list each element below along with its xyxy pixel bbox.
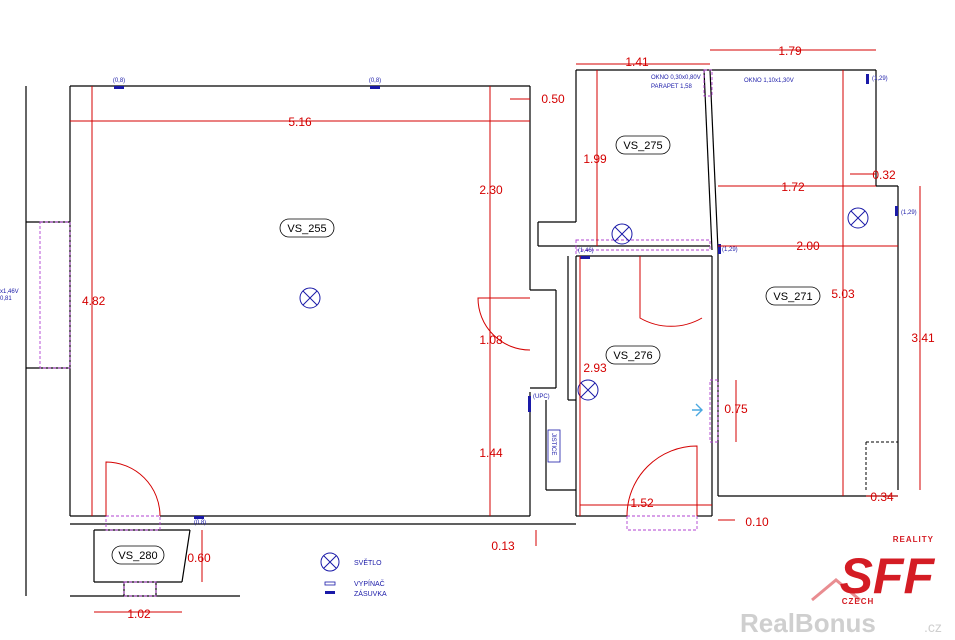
room-label-vs-255: VS_255 xyxy=(287,223,326,235)
legend-switch: VYPÍNAČ xyxy=(354,579,385,588)
light-symbols xyxy=(299,207,869,401)
annotations: (0,8) (0,8) (0,8) (1,29) (1,29) (1,29) (… xyxy=(0,75,917,526)
light-icon xyxy=(847,207,869,229)
height-note: (1,46) xyxy=(578,248,594,254)
logo-sff: SFF xyxy=(840,548,936,604)
logo-cz: .cz xyxy=(924,619,942,635)
dimension-label: 5.16 xyxy=(288,115,312,129)
openings xyxy=(39,69,719,597)
dimension-label: 0.13 xyxy=(491,539,515,553)
light-icon xyxy=(299,287,321,309)
logo-czech: CZECH xyxy=(842,597,875,606)
dimension-label: 1.08 xyxy=(479,333,503,347)
jistice-label: JISTICE xyxy=(550,433,556,455)
window-note: PARAPET 1,58 xyxy=(651,84,692,90)
dimension-label: 1.99 xyxy=(583,152,607,166)
room-labels: VS_255 VS_275 VS_276 VS_271 VS_280 xyxy=(111,135,821,565)
dimension-label: 3.41 xyxy=(911,331,935,345)
dimension-label: 1.52 xyxy=(630,496,654,510)
dimension-label: 0.34 xyxy=(870,490,894,504)
height-note: (0,8) xyxy=(194,520,206,526)
logo-reality: REALITY xyxy=(893,535,934,544)
walls xyxy=(25,69,899,597)
legend: SVĚTLO VYPÍNAČ ZÁSUVKA xyxy=(320,552,387,598)
upc-label: (UPC) xyxy=(533,394,550,400)
height-note: (1,29) xyxy=(872,76,888,82)
dimension-label: 4.82 xyxy=(82,294,106,308)
light-icon xyxy=(611,223,633,245)
dimension-label: 2.30 xyxy=(479,183,503,197)
height-note: (1,29) xyxy=(901,210,917,216)
doors xyxy=(105,256,703,517)
dimension-label: 0.75 xyxy=(724,402,748,416)
light-icon xyxy=(320,552,340,572)
dimension-label: 0.60 xyxy=(187,551,211,565)
room-label-vs-276: VS_276 xyxy=(613,350,652,362)
electrical-marks xyxy=(114,74,898,519)
arrow-icon xyxy=(692,403,703,417)
logo-realbonus: RealBonus xyxy=(740,608,876,638)
window-note: OKNO 1,10x1,30V xyxy=(744,78,794,84)
legend-light: SVĚTLO xyxy=(354,558,382,567)
dimension-label: 0.32 xyxy=(872,168,896,182)
window-note: x1,46V xyxy=(0,289,19,295)
dimension-label: 2.93 xyxy=(583,361,607,375)
window-note: OKNO 0,30x0,80V xyxy=(651,75,701,81)
dimension-lines xyxy=(70,49,921,613)
room-label-vs-271: VS_271 xyxy=(773,291,812,303)
height-note: (0,8) xyxy=(369,78,381,84)
dimension-label: 1.44 xyxy=(479,446,503,460)
height-note: (1,29) xyxy=(722,247,738,253)
dimension-labels: 5.16 4.82 2.30 0.50 1.08 1.44 0.13 0.60 … xyxy=(82,44,935,621)
dimension-label: 2.00 xyxy=(796,239,820,253)
height-note: (0,8) xyxy=(113,78,125,84)
dimension-label: 1.72 xyxy=(781,180,805,194)
dimension-label: 1.79 xyxy=(778,44,802,58)
dimension-label: 1.02 xyxy=(127,607,151,621)
dimension-label: 1.41 xyxy=(625,55,649,69)
room-label-vs-280: VS_280 xyxy=(118,550,157,562)
dimension-label: 5.03 xyxy=(831,287,855,301)
logo-watermark: REALITY SFF CZECH RealBonus .cz xyxy=(740,535,942,638)
room-label-vs-275: VS_275 xyxy=(623,140,662,152)
light-icon xyxy=(577,379,599,401)
dimension-label: 0.50 xyxy=(541,92,565,106)
dimension-label: 0.10 xyxy=(745,515,769,529)
legend-socket: ZÁSUVKA xyxy=(354,589,387,598)
window-note: 0,81 xyxy=(0,296,12,302)
